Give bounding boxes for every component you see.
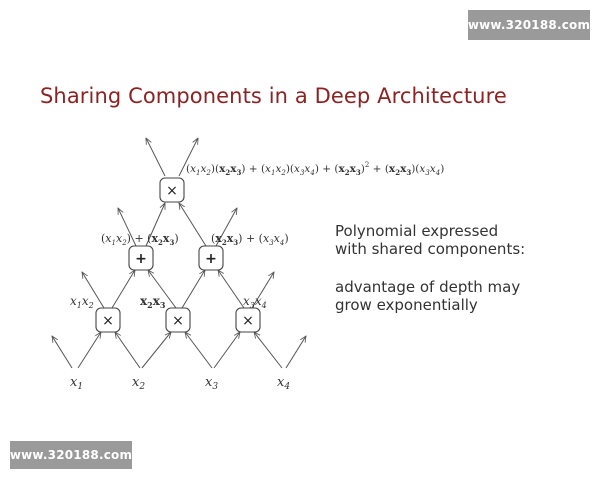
note-shared-components: Polynomial expressed with shared compone…	[335, 222, 575, 258]
svg-text:×: ×	[166, 183, 178, 199]
svg-text:+: +	[135, 251, 147, 267]
top-node: ×	[159, 177, 185, 203]
svg-text:+: +	[205, 251, 217, 267]
input-label-x2: x2	[132, 375, 145, 392]
layer1-labels: x1x2 x2x3 x3x4	[70, 294, 267, 310]
note-depth-advantage: advantage of depth may grow exponentiall…	[335, 278, 575, 314]
layer2-nodes: + +	[128, 245, 224, 271]
input-label-x1: x1	[70, 375, 83, 392]
edge-p1-out	[117, 208, 137, 247]
note-line: with shared components:	[335, 240, 526, 258]
multiply-node: ×	[95, 307, 121, 333]
edge-m3-p2	[218, 270, 245, 309]
slide-title: Sharing Components in a Deep Architectur…	[40, 84, 507, 108]
edges-layer1-layer2	[82, 270, 274, 309]
edge-p2-t	[179, 203, 207, 247]
label-x1x2: x1x2	[70, 294, 94, 310]
label-x3x4: x3x4	[243, 294, 267, 310]
edge-x4-m3	[254, 332, 283, 369]
input-label-x3: x3	[205, 375, 218, 392]
edge-x2-m2	[141, 332, 171, 369]
edge-t-out-right	[178, 138, 198, 177]
label-top-polynomial: (x1x2)(x2x3) + (x1x2)(x3x4) + (x2x3)2 + …	[186, 161, 444, 177]
multiply-node: ×	[165, 307, 191, 333]
watermark-top: www.320188.com	[468, 10, 590, 40]
sum-node: +	[128, 245, 154, 271]
edge-x1-m1	[77, 332, 101, 369]
edge-x2-m1	[115, 332, 141, 369]
edge-x1-out	[52, 336, 73, 369]
layer2-labels: (x1x2) + (x2x3) (x2x3) + (x3x4)	[101, 232, 289, 247]
edges-top-output	[146, 138, 198, 177]
note-line: grow exponentially	[335, 296, 478, 314]
svg-text:×: ×	[172, 313, 184, 329]
edge-x3-m2	[185, 332, 213, 369]
input-labels: x1 x2 x3 x4	[70, 375, 290, 392]
edge-t-out-left	[146, 138, 166, 177]
watermark-bottom: www.320188.com	[10, 441, 132, 469]
edge-p1-t	[145, 203, 166, 247]
edge-m2-p1	[148, 270, 177, 309]
label-x2x3: x2x3	[140, 294, 166, 310]
edge-x3-m3	[213, 332, 240, 369]
label-sum-left: (x1x2) + (x2x3)	[101, 232, 179, 247]
note-line: advantage of depth may	[335, 278, 521, 296]
edge-m2-p2	[181, 270, 205, 309]
layer1-nodes: × × ×	[95, 307, 261, 333]
sum-node: +	[198, 245, 224, 271]
edge-m1-p1	[111, 270, 135, 309]
edge-x4-out	[285, 336, 306, 369]
edge-m1-out	[82, 272, 105, 309]
edges-input-layer1	[52, 332, 306, 369]
svg-text:×: ×	[102, 313, 114, 329]
edge-p2-out	[215, 208, 237, 247]
note-line: Polynomial expressed	[335, 222, 499, 240]
multiply-node: ×	[235, 307, 261, 333]
edges-layer2-layer3	[117, 203, 237, 247]
edge-m3-out	[251, 272, 274, 309]
top-label: (x1x2)(x2x3) + (x1x2)(x3x4) + (x2x3)2 + …	[186, 161, 444, 177]
input-label-x4: x4	[277, 375, 290, 392]
svg-text:×: ×	[242, 313, 254, 329]
